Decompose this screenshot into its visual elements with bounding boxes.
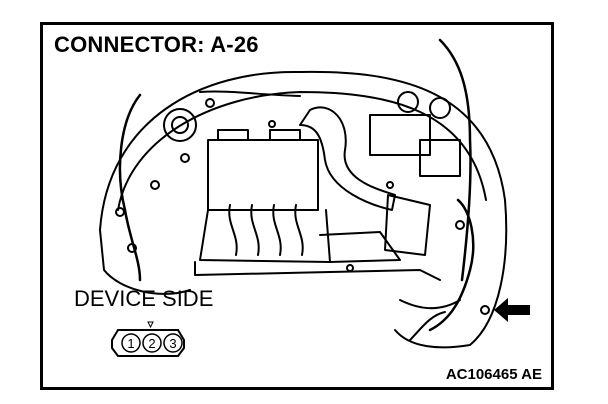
connector-title: CONNECTOR: A-26 <box>54 32 259 57</box>
left-strut-tower <box>163 108 197 142</box>
relay-box <box>419 139 461 177</box>
pin-1-label: 1 <box>127 336 134 351</box>
connector-a26-location <box>480 305 490 315</box>
wiring-harness-left <box>118 93 142 282</box>
body-outline-left-right <box>99 70 508 346</box>
pin-3-label: 3 <box>169 336 176 351</box>
right-strut-tower <box>397 91 419 113</box>
device-side-label: DEVICE SIDE <box>74 286 214 311</box>
wiring-harness-right <box>438 38 472 282</box>
engine-cover <box>207 139 319 211</box>
pin-2-label: 2 <box>148 336 155 351</box>
connector-symbol: 1 2 3 <box>111 321 185 357</box>
figure-code: AC106465 AE <box>445 366 542 383</box>
intake-duct <box>299 106 396 211</box>
connector-pointer-arrow <box>494 298 530 322</box>
